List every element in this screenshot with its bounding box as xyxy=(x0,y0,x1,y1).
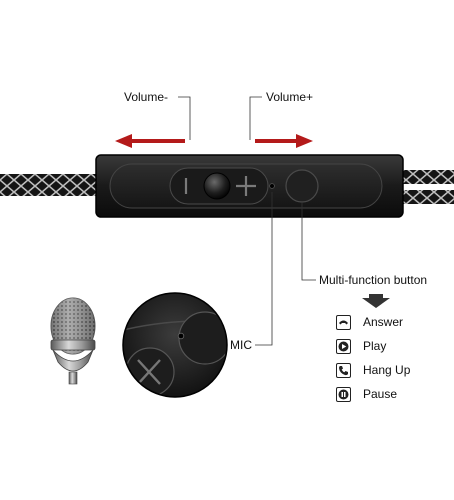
mic-hole xyxy=(269,183,275,189)
mic-zoom-view xyxy=(122,292,228,398)
list-item: Play xyxy=(336,334,454,358)
play-icon xyxy=(336,338,351,354)
microphone-icon xyxy=(50,297,96,385)
list-item: Pause xyxy=(336,382,454,406)
volume-down-label: Volume- xyxy=(124,90,169,104)
rocker-center-knob xyxy=(203,172,231,200)
action-list: Answer Play Hang Up Pause xyxy=(336,310,454,406)
arrow-left-icon xyxy=(115,134,185,148)
action-label-hang-up: Hang Up xyxy=(363,363,411,377)
action-label-pause: Pause xyxy=(363,387,398,401)
arrow-down-icon xyxy=(362,294,390,308)
arrow-right-icon xyxy=(255,134,313,148)
multi-function-label: Multi-function button xyxy=(319,273,428,287)
pause-icon xyxy=(336,386,351,402)
list-item: Answer xyxy=(336,310,454,334)
list-item: Hang Up xyxy=(336,358,454,382)
volume-up-label: Volume+ xyxy=(266,90,314,104)
phone-hangup-icon xyxy=(336,362,351,378)
mic-label: MIC xyxy=(230,338,252,352)
phone-answer-icon xyxy=(336,314,351,330)
action-label-answer: Answer xyxy=(363,315,404,329)
action-label-play: Play xyxy=(363,339,387,353)
volume-up-button[interactable] xyxy=(236,176,256,196)
cable-right xyxy=(400,170,454,204)
cable-left xyxy=(0,174,100,196)
multi-function-button[interactable] xyxy=(285,169,319,203)
leader-lines xyxy=(178,96,316,346)
